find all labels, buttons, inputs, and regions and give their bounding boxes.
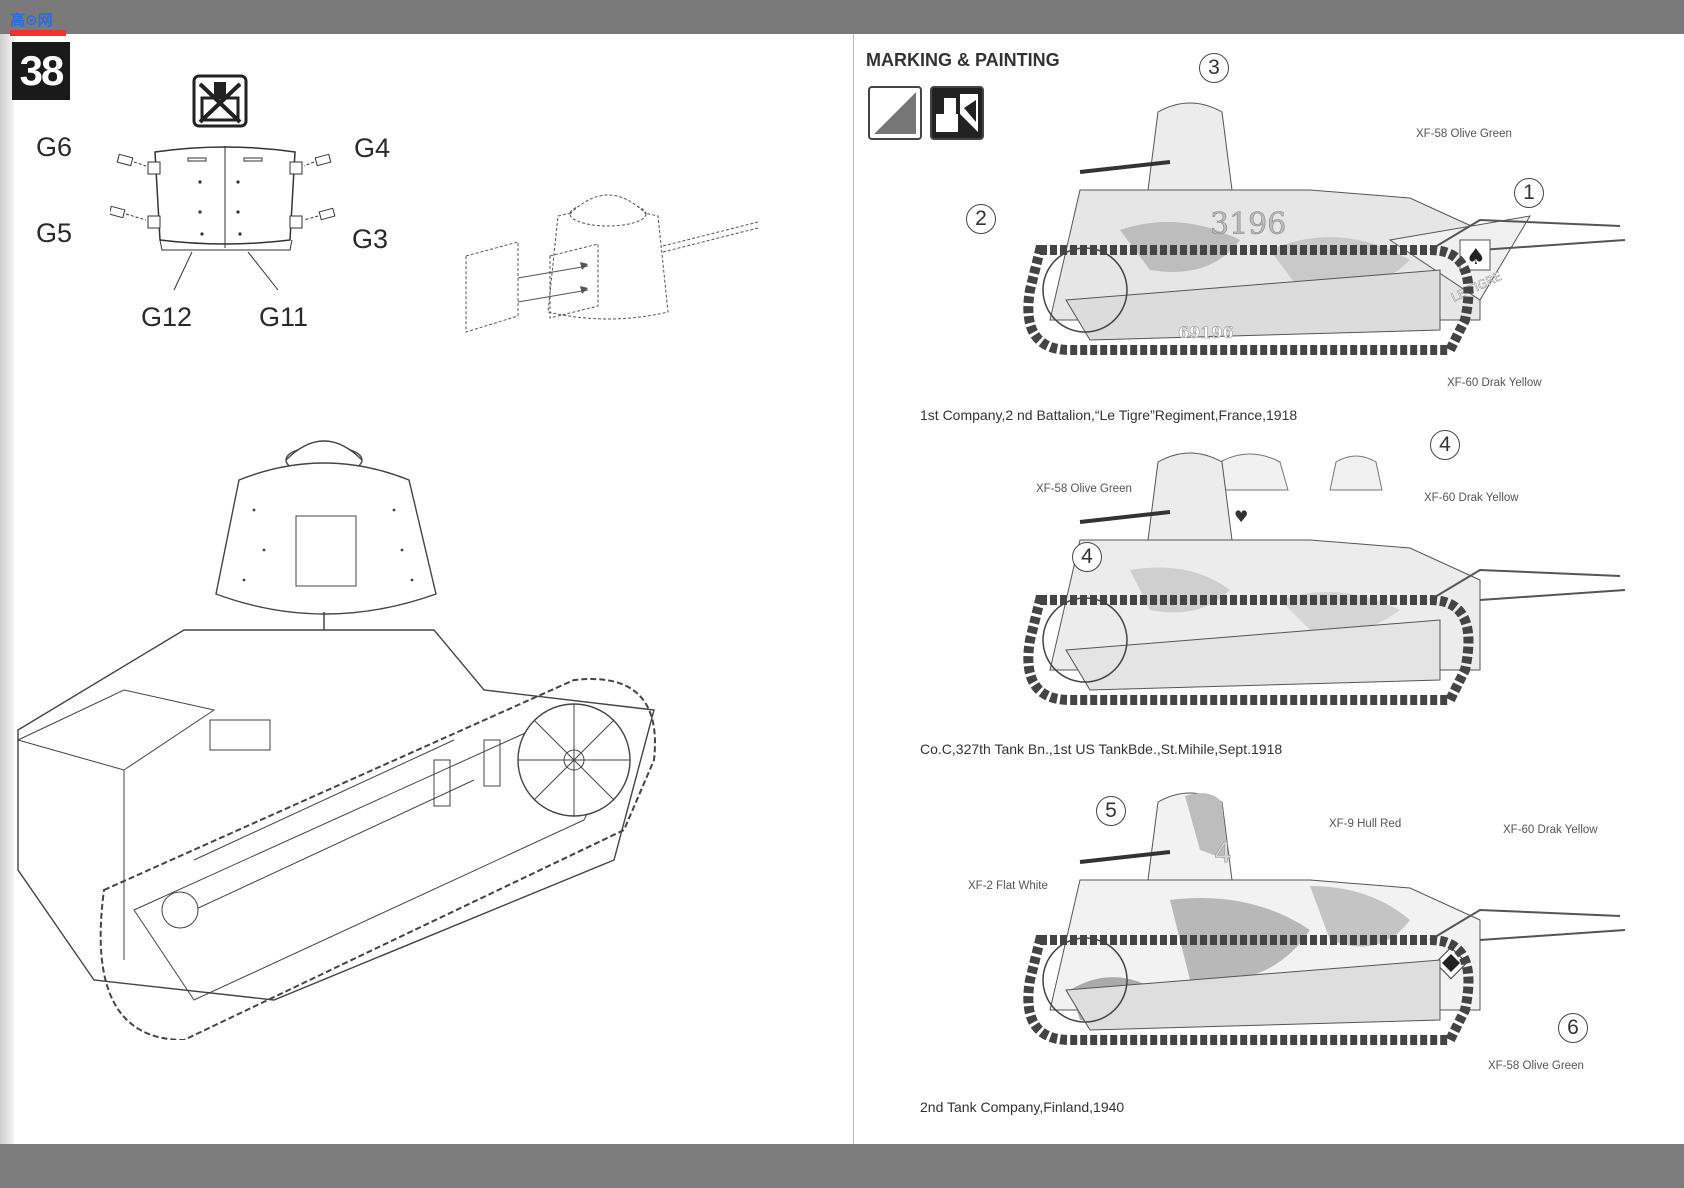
color-label-hull-red-3: XF-9 Hull Red bbox=[1329, 818, 1402, 830]
callout-3: 3 bbox=[1199, 53, 1229, 83]
part-label-g3: G3 bbox=[352, 224, 389, 254]
turret-detail-diagram bbox=[458, 186, 768, 351]
page-spine-shadow bbox=[0, 34, 14, 1144]
part-label-g4: G4 bbox=[354, 133, 391, 163]
tank-assembly-main-diagram bbox=[14, 440, 714, 1045]
color-label-olive-green-3: XF-58 Olive Green bbox=[1488, 1060, 1584, 1072]
color-label-dark-yellow-1: XF-60 Drak Yellow bbox=[1447, 377, 1542, 389]
scheme-3-caption: 2nd Tank Company,Finland,1940 bbox=[920, 1099, 1125, 1115]
tank-scheme-1-profile: 3196 ♠ LE TIGRE 69196 bbox=[1010, 100, 1650, 395]
section-title: MARKING & PAINTING bbox=[866, 50, 1060, 70]
spade-insignia-icon: ♠ bbox=[1466, 245, 1486, 270]
callout-4-top: 4 bbox=[1430, 430, 1460, 460]
part-label-g5: G5 bbox=[36, 218, 73, 248]
color-label-dark-yellow-2: XF-60 Drak Yellow bbox=[1424, 492, 1519, 504]
turret-door-exploded-diagram bbox=[108, 140, 360, 305]
heart-hull-icon: ♥ bbox=[1234, 507, 1248, 526]
page-divider bbox=[853, 34, 854, 1144]
callout-6: 6 bbox=[1558, 1013, 1588, 1043]
scheme-2-caption: Co.C,327th Tank Bn.,1st US TankBde.,St.M… bbox=[920, 741, 1283, 757]
color-label-olive-green-1: XF-58 Olive Green bbox=[1416, 128, 1512, 140]
color-label-olive-green-2: XF-58 Olive Green bbox=[1036, 483, 1132, 495]
callout-2: 2 bbox=[966, 204, 996, 234]
color-label-flat-white-3: XF-2 Flat White bbox=[968, 880, 1048, 892]
part-label-g6: G6 bbox=[36, 132, 73, 162]
scheme-1-caption: 1st Company,2 nd Battalion,“Le Tigre”Reg… bbox=[920, 407, 1298, 423]
tank-scheme-2-profile: ♥ ♥ bbox=[1010, 450, 1650, 745]
paint-gloss-icon bbox=[868, 86, 922, 140]
tank-3-turret-number: 4 bbox=[1214, 836, 1232, 869]
color-label-dark-yellow-3: XF-60 Drak Yellow bbox=[1503, 824, 1598, 836]
callout-4-side: 4 bbox=[1072, 542, 1102, 572]
part-label-g11: G11 bbox=[259, 302, 309, 332]
step-number-badge: 38 bbox=[12, 42, 70, 100]
site-watermark-logo: 高⊙网 bbox=[8, 8, 68, 38]
part-label-g12: G12 bbox=[141, 302, 193, 332]
bottom-border-bar bbox=[0, 1144, 1684, 1188]
callout-1: 1 bbox=[1514, 178, 1544, 208]
top-border-bar bbox=[0, 0, 1684, 34]
watermark-text: 高⊙网 bbox=[10, 11, 53, 29]
paint-decal-icon bbox=[930, 86, 984, 140]
tank-1-hull-number: 69196 bbox=[1178, 323, 1234, 342]
tank-scheme-3-profile: 4 bbox=[1010, 790, 1650, 1085]
tank-1-serial: 3196 bbox=[1210, 207, 1286, 242]
callout-5: 5 bbox=[1096, 796, 1126, 826]
no-glue-icon bbox=[192, 74, 248, 133]
